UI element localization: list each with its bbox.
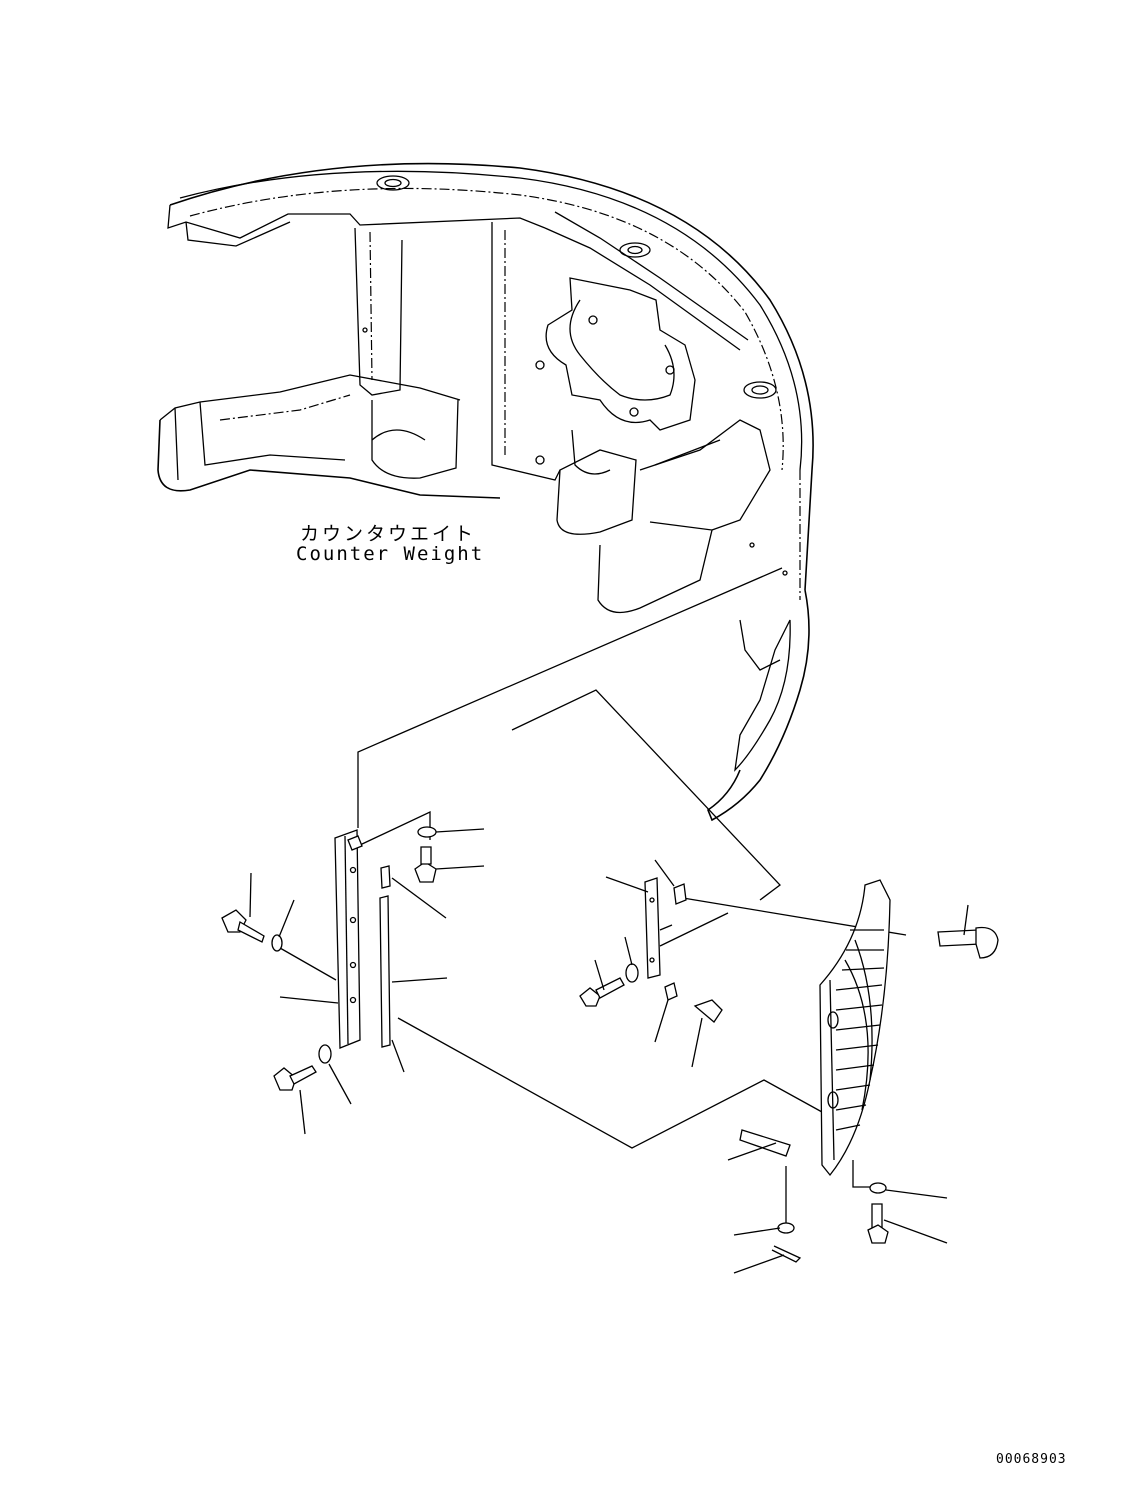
counterweight-body	[157, 162, 814, 822]
figure-code: 00068903	[996, 1452, 1067, 1467]
counterweight-label-jp: カウンタウエイト	[300, 523, 477, 545]
lamp-assembly	[739, 879, 999, 1263]
left-bracket-assembly	[221, 826, 437, 1091]
center-bracket-assembly	[579, 877, 723, 1023]
counterweight-label-en: Counter Weight	[296, 543, 485, 565]
lamp-grille	[835, 929, 885, 1131]
leader-lines	[279, 567, 907, 1226]
callout-leaders	[249, 828, 969, 1274]
